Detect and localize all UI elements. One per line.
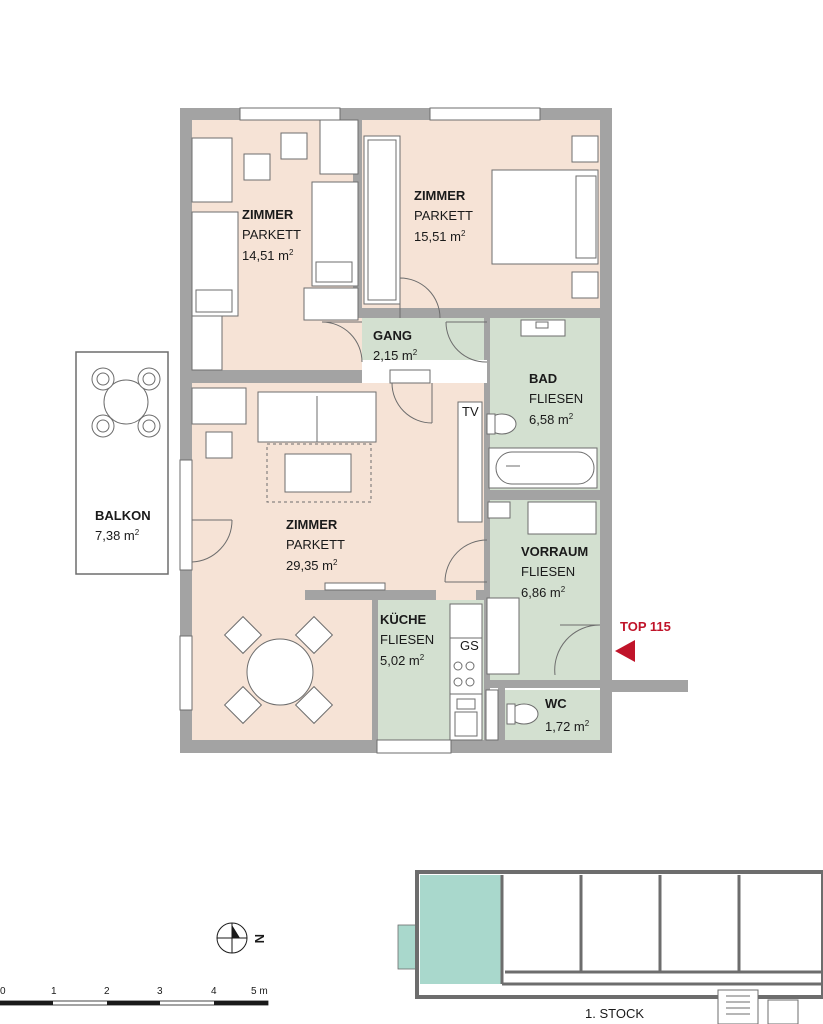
room-floor: FLIESEN [521,564,575,579]
room-floor: PARKETT [286,537,345,552]
north-label: N [252,934,267,943]
scale-tick: 3 [157,986,163,997]
room-name: ZIMMER [414,188,466,203]
key-plan-highlight [420,875,502,984]
room-area: 14,51 m2 [242,248,294,263]
room-area: 2,15 m2 [373,348,418,363]
gs-label: GS [460,638,479,653]
room-name: VORRAUM [521,544,588,559]
room-label-zimmer-3: ZIMMER PARKETT 29,35 m2 [286,517,345,573]
room-area: 1,72 m2 [545,719,590,734]
room-name: BALKON [95,508,151,523]
room-floor: PARKETT [414,208,473,223]
room-area: 6,86 m2 [521,585,566,600]
room-label-vorraum: VORRAUM FLIESEN 6,86 m2 [521,544,588,600]
room-name: ZIMMER [286,517,338,532]
room-name: ZIMMER [242,207,294,222]
room-area: 5,02 m2 [380,653,425,668]
furniture-zimmer-3 [191,387,483,725]
furniture-zimmer-2 [363,135,599,305]
balcony-furniture [91,367,161,438]
room-area: 15,51 m2 [414,229,466,244]
room-name: WC [545,696,567,711]
room-label-kueche: KÜCHE FLIESEN 5,02 m2 [380,612,434,668]
room-name: BAD [529,371,557,386]
room-area: 6,58 m2 [529,412,574,427]
room-label-balkon: BALKON 7,38 m2 [95,508,151,543]
room-area: 29,35 m2 [286,558,338,573]
room-name: KÜCHE [380,612,427,627]
scale-tick: 5 m [251,986,268,997]
doors [191,277,601,676]
room-label-wc: WC 1,72 m2 [545,696,590,734]
windows [179,107,541,754]
room-label-bad: BAD FLIESEN 6,58 m2 [529,371,583,427]
room-floor: PARKETT [242,227,301,242]
scale-tick: 4 [211,986,217,997]
scale-bar: 0 1 2 3 4 5 m [0,986,269,1006]
scale-tick: 0 [0,986,6,997]
scale-tick: 2 [104,986,110,997]
room-label-gang: GANG 2,15 m2 [373,328,418,363]
room-name: GANG [373,328,412,343]
room-floor: FLIESEN [380,632,434,647]
north-arrow-icon [216,922,248,954]
room-label-zimmer-1: ZIMMER PARKETT 14,51 m2 [242,207,301,263]
furniture-zimmer-1 [191,119,359,371]
key-plan [397,870,823,1024]
fixtures-bad [486,319,598,489]
fixtures-vorraum-wc [485,501,597,741]
room-label-zimmer-2: ZIMMER PARKETT 15,51 m2 [414,188,473,244]
tv-label: TV [462,404,479,419]
top-number: TOP 115 [620,619,671,634]
entrance-marker-icon [615,640,635,662]
floor-level-label: 1. STOCK [585,1006,644,1021]
room-area: 7,38 m2 [95,528,140,543]
room-floor: FLIESEN [529,391,583,406]
scale-tick: 1 [51,986,57,997]
fixtures-kueche [449,603,483,741]
